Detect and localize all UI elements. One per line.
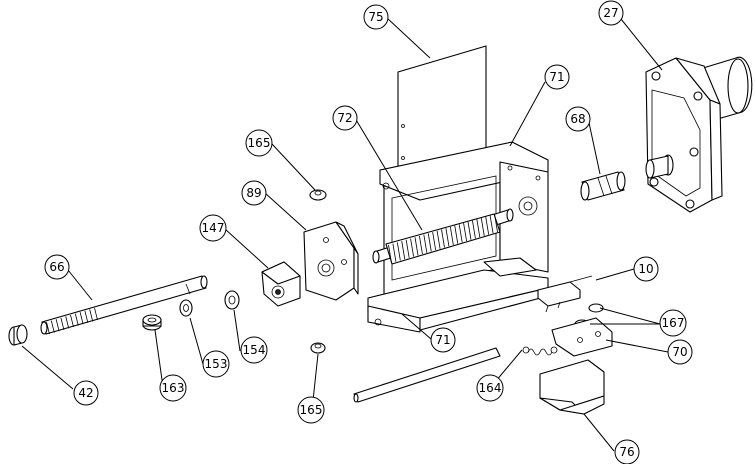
callout-89: 89	[241, 180, 267, 206]
callout-75: 75	[363, 4, 389, 30]
callout-153: 153	[202, 350, 230, 378]
part-72-worm-screw	[372, 208, 514, 265]
callout-76-label: 76	[619, 445, 634, 459]
callout-164: 164	[476, 374, 504, 402]
callout-89-label: 89	[246, 186, 261, 200]
part-165-nut-upper	[309, 189, 327, 201]
part-71-frame	[367, 141, 549, 333]
callout-147: 147	[199, 214, 227, 242]
part-76-bracket	[539, 359, 605, 415]
callout-72-label: 72	[337, 111, 352, 125]
callout-70: 70	[667, 339, 693, 365]
callout-163: 163	[159, 374, 187, 402]
callout-165-lower: 165	[297, 396, 325, 424]
callout-153-label: 153	[205, 357, 228, 371]
callout-66-label: 66	[49, 260, 64, 274]
part-89-bracket	[303, 221, 359, 301]
callout-76: 76	[614, 439, 640, 465]
callout-70-label: 70	[672, 345, 687, 359]
part-165-nut-lower	[310, 342, 326, 354]
callout-68-label: 68	[570, 112, 585, 126]
leader-lines	[21, 13, 669, 452]
part-164-spring	[522, 346, 558, 356]
callout-66: 66	[44, 254, 70, 280]
part-153-washer	[179, 299, 193, 317]
callout-164-label: 164	[479, 381, 502, 395]
callout-72: 72	[332, 105, 358, 131]
rod	[353, 347, 501, 403]
callout-165-upper-label: 165	[248, 136, 271, 150]
callout-71-bottom: 71	[430, 327, 456, 353]
callout-147-label: 147	[202, 221, 225, 235]
callout-75-label: 75	[368, 10, 383, 24]
callout-154-label: 154	[243, 343, 266, 357]
callout-71-bottom-label: 71	[435, 333, 450, 347]
callout-167: 167	[659, 309, 687, 337]
part-147-block-nut	[261, 261, 301, 307]
part-27-gear-motor	[645, 56, 753, 213]
callout-10-label: 10	[638, 262, 653, 276]
part-66-shaft	[40, 275, 208, 335]
callout-154: 154	[240, 336, 268, 364]
part-154-washer	[224, 290, 240, 310]
callout-163-label: 163	[162, 381, 185, 395]
callout-10: 10	[633, 256, 659, 282]
part-10-switch	[537, 275, 593, 313]
part-68-coupler	[580, 171, 626, 201]
callout-165-lower-label: 165	[300, 403, 323, 417]
part-163-bushing	[142, 314, 162, 331]
callout-165-upper: 165	[245, 129, 273, 157]
part-70-bracket	[551, 317, 613, 357]
part-42-cap	[8, 324, 28, 346]
callout-27-label: 27	[603, 6, 618, 20]
callout-27: 27	[598, 0, 624, 26]
callout-68: 68	[565, 106, 591, 132]
callout-42: 42	[73, 380, 99, 406]
callout-71-top: 71	[544, 64, 570, 90]
callout-42-label: 42	[78, 386, 93, 400]
callout-71-top-label: 71	[549, 70, 564, 84]
callout-167-label: 167	[662, 316, 685, 330]
